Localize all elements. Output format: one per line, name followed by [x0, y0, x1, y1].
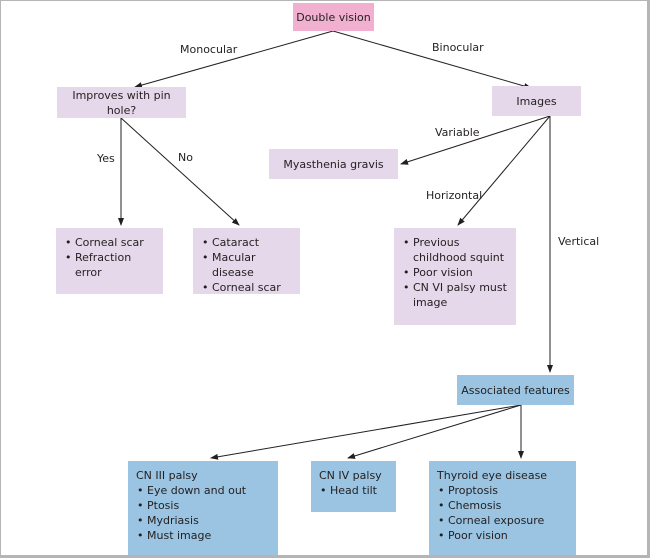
feature-item: Must image	[136, 528, 270, 543]
feature-item: Eye down and out	[136, 483, 270, 498]
edge-label-yes: Yes	[97, 152, 115, 165]
node-cn3-palsy: CN III palsy Eye down and out Ptosis Myd…	[128, 461, 278, 555]
node-pinhole-question: Improves with pin hole?	[57, 87, 186, 118]
feature-item: Corneal exposure	[437, 513, 568, 528]
edge-label-no: No	[178, 151, 193, 164]
edge-monocular	[134, 30, 334, 88]
node-myasthenia-gravis-label: Myasthenia gravis	[283, 157, 384, 171]
node-associated-features-label: Associated features	[461, 383, 570, 397]
node-double-vision: Double vision	[293, 3, 374, 31]
cause-item: Poor vision	[402, 265, 508, 280]
edge-label-binocular: Binocular	[432, 41, 484, 54]
feature-item: Chemosis	[437, 498, 568, 513]
node-images: Images	[492, 86, 581, 116]
cause-item: Previous childhood squint	[402, 235, 508, 265]
node-pinhole-yes-causes: Corneal scar Refraction error	[56, 228, 163, 294]
edge-no	[120, 117, 240, 226]
edge-label-horizontal: Horizontal	[426, 189, 483, 202]
node-pinhole-question-label: Improves with pin hole?	[72, 88, 171, 117]
cn4-palsy-title: CN IV palsy	[319, 469, 382, 482]
cause-item: Macular disease	[201, 250, 292, 280]
node-horizontal-causes: Previous childhood squint Poor vision CN…	[394, 228, 516, 325]
edge-label-monocular: Monocular	[180, 43, 238, 56]
edge-variable	[400, 115, 551, 165]
edge-label-variable: Variable	[435, 126, 480, 139]
node-images-label: Images	[516, 94, 557, 108]
node-associated-features: Associated features	[457, 375, 574, 405]
cause-item: Corneal scar	[201, 280, 292, 295]
thyroid-eye-disease-title: Thyroid eye disease	[437, 469, 548, 482]
cause-item: CN VI palsy must image	[402, 280, 508, 310]
cn3-palsy-title: CN III palsy	[136, 469, 198, 482]
cause-item: Corneal scar	[64, 235, 155, 250]
cause-item: Cataract	[201, 235, 292, 250]
edge-to-cn4	[347, 404, 522, 459]
feature-item: Head tilt	[319, 483, 388, 498]
cause-item: Refraction error	[64, 250, 155, 280]
edge-binocular	[332, 30, 532, 89]
edge-label-vertical: Vertical	[558, 235, 600, 248]
feature-item: Poor vision	[437, 528, 568, 543]
feature-item: Mydriasis	[136, 513, 270, 528]
node-cn4-palsy: CN IV palsy Head tilt	[311, 461, 396, 512]
edge-to-cn3	[210, 404, 522, 460]
feature-item: Ptosis	[136, 498, 270, 513]
feature-item: Proptosis	[437, 483, 568, 498]
node-myasthenia-gravis: Myasthenia gravis	[269, 149, 398, 179]
node-pinhole-no-causes: Cataract Macular disease Corneal scar	[193, 228, 300, 295]
edge-horizontal	[457, 115, 551, 226]
node-double-vision-label: Double vision	[296, 10, 371, 24]
node-thyroid-eye-disease: Thyroid eye disease Proptosis Chemosis C…	[429, 461, 576, 555]
